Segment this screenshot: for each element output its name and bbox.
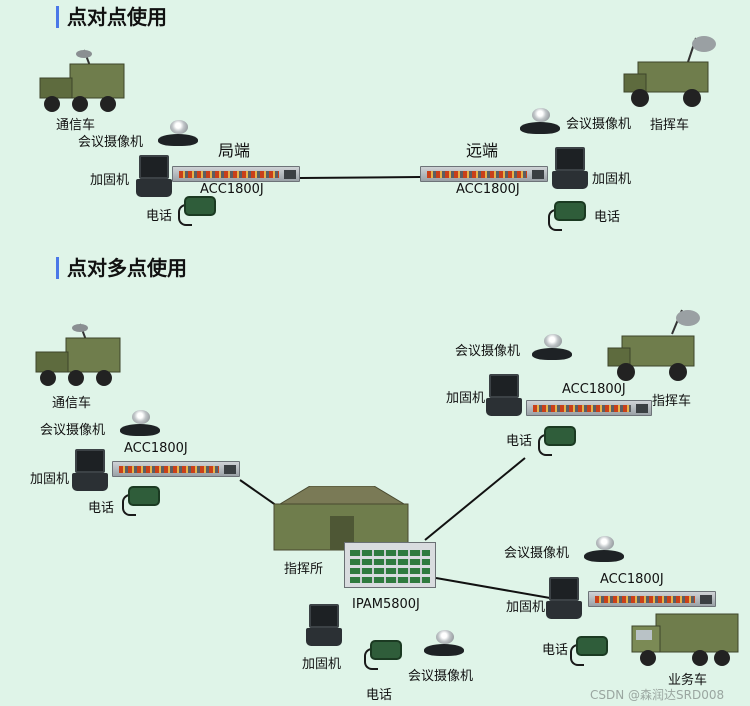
camera-icon	[424, 630, 464, 658]
vehicle-label: 业务车	[668, 673, 708, 688]
service-truck-icon	[631, 613, 739, 666]
phone-label: 电话	[366, 688, 393, 703]
device-label: ACC1800J	[456, 182, 520, 197]
acc1800j-device	[526, 400, 652, 416]
ipam5800j-device	[344, 542, 436, 588]
laptop-icon	[72, 449, 108, 493]
acc1800j-device	[420, 166, 548, 182]
vehicle-label: 指挥车	[650, 118, 690, 133]
camera-icon	[158, 120, 198, 148]
device-label: ACC1800J	[124, 441, 188, 456]
camera-label: 会议摄像机	[408, 669, 474, 684]
phone-icon	[362, 640, 402, 672]
laptop-label: 加固机	[446, 391, 486, 406]
camera-label: 会议摄像机	[504, 546, 570, 561]
comm-truck-icon	[35, 323, 121, 386]
phone-label: 电话	[542, 643, 569, 658]
camera-label: 会议摄像机	[78, 135, 144, 150]
section-title-p2p: 点对点使用	[56, 6, 167, 28]
phone-label: 电话	[506, 434, 533, 449]
vehicle-label: 通信车	[56, 118, 96, 133]
command-vehicle-icon	[623, 36, 716, 107]
laptop-label: 加固机	[90, 173, 130, 188]
device-label: ACC1800J	[600, 572, 664, 587]
comm-truck-icon	[39, 49, 125, 112]
camera-label: 会议摄像机	[40, 423, 106, 438]
vehicle-label: 指挥车	[652, 394, 692, 409]
camera-icon	[584, 536, 624, 564]
acc1800j-device	[112, 461, 240, 477]
link-hub-bottomright	[435, 577, 551, 599]
tent-label: 指挥所	[284, 562, 324, 577]
laptop-label: 加固机	[506, 600, 546, 615]
camera-icon	[532, 334, 572, 362]
watermark: CSDN @森润达SRD008	[590, 688, 725, 702]
device-label: ACC1800J	[562, 382, 626, 397]
local-end-label: 局端	[218, 141, 251, 160]
laptop-label: 加固机	[30, 472, 70, 487]
command-vehicle-icon	[607, 309, 700, 381]
phone-icon	[176, 196, 216, 228]
device-label: ACC1800J	[200, 182, 264, 197]
camera-label: 会议摄像机	[566, 117, 632, 132]
link-p2p	[299, 176, 421, 179]
phone-label: 电话	[594, 210, 621, 225]
phone-icon	[568, 636, 608, 668]
laptop-icon	[306, 604, 342, 648]
acc1800j-device	[588, 591, 716, 607]
camera-icon	[520, 108, 560, 136]
phone-icon	[546, 201, 586, 233]
section-title-p2mp: 点对多点使用	[56, 257, 187, 279]
remote-end-label: 远端	[466, 141, 499, 160]
laptop-label: 加固机	[302, 657, 342, 672]
laptop-icon	[552, 147, 588, 191]
acc1800j-device	[172, 166, 300, 182]
laptop-label: 加固机	[592, 172, 632, 187]
camera-label: 会议摄像机	[455, 344, 521, 359]
phone-label: 电话	[146, 209, 173, 224]
link-hub-topright	[424, 457, 526, 541]
laptop-icon	[486, 374, 522, 418]
laptop-icon	[546, 577, 582, 621]
laptop-icon	[136, 155, 172, 199]
phone-icon	[536, 426, 576, 458]
phone-label: 电话	[88, 501, 115, 516]
camera-icon	[120, 410, 160, 438]
vehicle-label: 通信车	[52, 396, 92, 411]
phone-icon	[120, 486, 160, 518]
hub-device-label: IPAM5800J	[352, 597, 420, 612]
